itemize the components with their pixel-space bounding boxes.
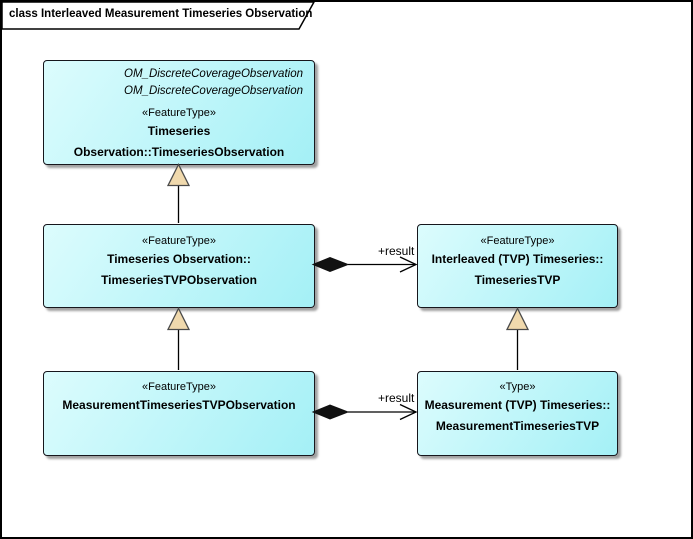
generalization-connector[interactable]: [166, 163, 191, 224]
association-role-label: +result: [378, 244, 415, 258]
class-name-line: Measurement (TVP) Timeseries::: [424, 398, 611, 412]
stereotype-label: «FeatureType»: [480, 235, 555, 247]
generalization-connector[interactable]: [505, 307, 530, 371]
open-arrowhead-icon: [399, 256, 418, 273]
composition-connector[interactable]: [311, 256, 418, 273]
parent-classifier-labels: OM_DiscreteCoverageObservation OM_Discre…: [44, 61, 314, 100]
generalization-arrowhead-icon: [505, 307, 530, 331]
composition-diamond-icon: [311, 404, 350, 420]
class-node-timeseries-tvp[interactable]: «FeatureType» Interleaved (TVP) Timeseri…: [417, 224, 618, 308]
stereotype-label: «FeatureType»: [142, 235, 216, 247]
class-name-line: Timeseries Observation::: [107, 252, 251, 266]
open-arrowhead-icon: [399, 403, 418, 421]
class-node-measurement-timeseries-tvp-observation[interactable]: «FeatureType» MeasurementTimeseriesTVPOb…: [43, 371, 315, 456]
stereotype-label: «FeatureType»: [142, 107, 216, 119]
generalization-connector[interactable]: [166, 307, 191, 371]
class-node-measurement-timeseries-tvp[interactable]: «Type» Measurement (TVP) Timeseries:: Me…: [417, 371, 618, 456]
parent-classifier-label: OM_DiscreteCoverageObservation: [124, 68, 303, 80]
class-node-timeseries-observation[interactable]: OM_DiscreteCoverageObservation OM_Discre…: [43, 60, 315, 165]
generalization-arrowhead-icon: [166, 307, 191, 331]
class-name: MeasurementTimeseriesTVPObservation: [62, 398, 296, 412]
stereotype-label: «FeatureType»: [142, 381, 216, 393]
stereotype-label: «Type»: [499, 381, 536, 393]
composition-connector[interactable]: [311, 403, 418, 421]
generalization-arrowhead-icon: [166, 163, 191, 187]
class-name-line: TimeseriesTVPObservation: [101, 273, 257, 287]
class-name-line: TimeseriesTVP: [474, 273, 561, 287]
class-node-timeseries-tvp-observation[interactable]: «FeatureType» Timeseries Observation:: T…: [43, 224, 315, 308]
diagram-title: class Interleaved Measurement Timeseries…: [9, 8, 313, 20]
class-name: Timeseries Observation::TimeseriesObserv…: [73, 124, 285, 159]
parent-classifier-label: OM_DiscreteCoverageObservation: [124, 85, 303, 97]
class-name-line: Interleaved (TVP) Timeseries::: [431, 252, 604, 266]
composition-diamond-icon: [311, 256, 350, 273]
association-role-label: +result: [378, 391, 415, 405]
class-name-line: MeasurementTimeseriesTVP: [435, 419, 600, 433]
